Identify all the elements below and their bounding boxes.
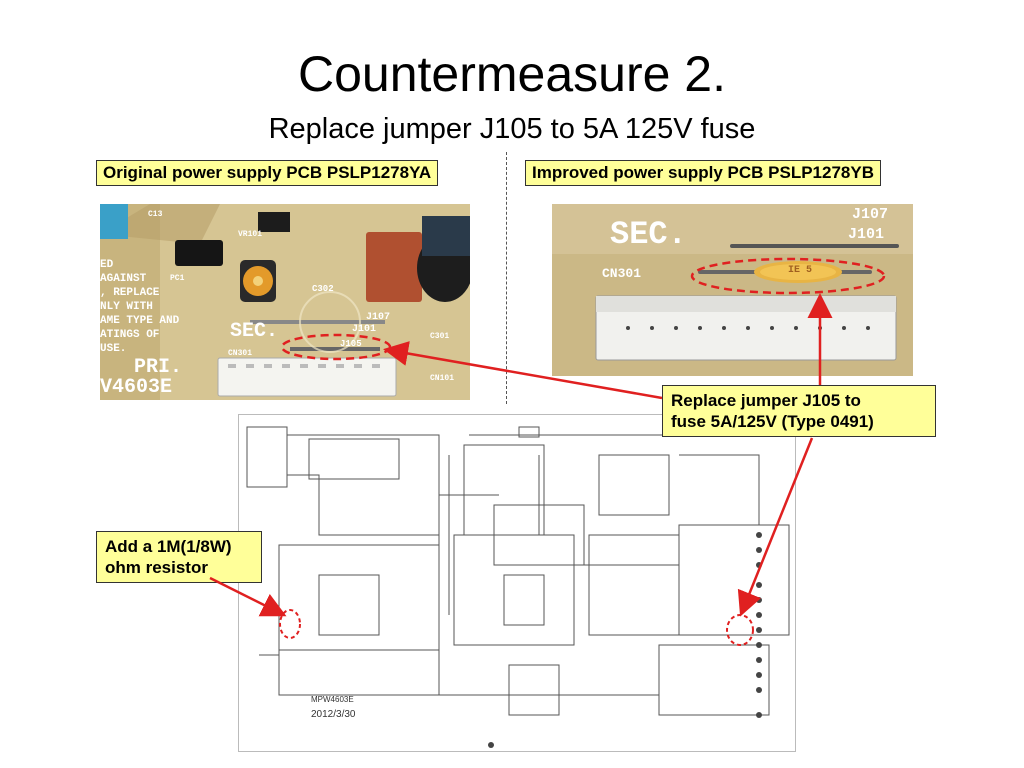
pcb-cn101-text: CN101 [430,374,455,383]
slide-subtitle: Replace jumper J105 to 5A 125V fuse [268,113,756,145]
schematic-date: 2012/3/30 [311,709,356,720]
divider-line [506,152,507,404]
improved-pcb-photo: SEC. J107 J101 CN301 IE 5 [552,204,913,376]
pcb-board-id: V4603E [100,376,173,399]
pcb-j107-text: J107 [366,312,391,323]
pcb2-j107-text: J107 [852,206,889,223]
pcb-pc1-text: PC1 [170,274,185,283]
original-pcb-photo: ED AGAINST , REPLACE NLY WITH AME TYPE A… [100,204,470,400]
pcb-j101-text: J101 [352,324,377,335]
fuse-callout: Replace jumper J105 to fuse 5A/125V (Typ… [662,385,936,437]
pcb-c13-text: C13 [148,210,163,219]
pcb-c302-text: C302 [312,284,334,294]
original-pcb-label: Original power supply PCB PSLP1278YA [96,160,439,186]
pcb2-cn301-text: CN301 [602,266,642,281]
schematic-model: MPW4603E [311,695,354,704]
pcb2-j101-text: J101 [848,226,885,243]
pcb-j105-text: J105 [340,339,362,349]
improved-pcb-label: Improved power supply PCB PSLP1278YB [525,160,881,186]
pcb-c301-text: C301 [430,332,450,341]
pcb2-fuse-mark: IE 5 [788,265,813,276]
pcb2-sec-text: SEC. [610,216,687,253]
resistor-callout: Add a 1M(1/8W) ohm resistor [96,531,262,583]
pcb-cn301-text: CN301 [228,349,253,358]
circuit-schematic: MPW4603E 2012/3/30 [238,414,796,752]
pcb-pri-text: PRI. [134,356,183,379]
pcb-sec-text: SEC. [230,320,279,343]
slide-title: Countermeasure 2. [297,46,726,102]
pcb-vr101-text: VR101 [238,230,263,239]
pcb-warning-text: ED AGAINST , REPLACE NLY WITH AME TYPE A… [100,259,180,355]
